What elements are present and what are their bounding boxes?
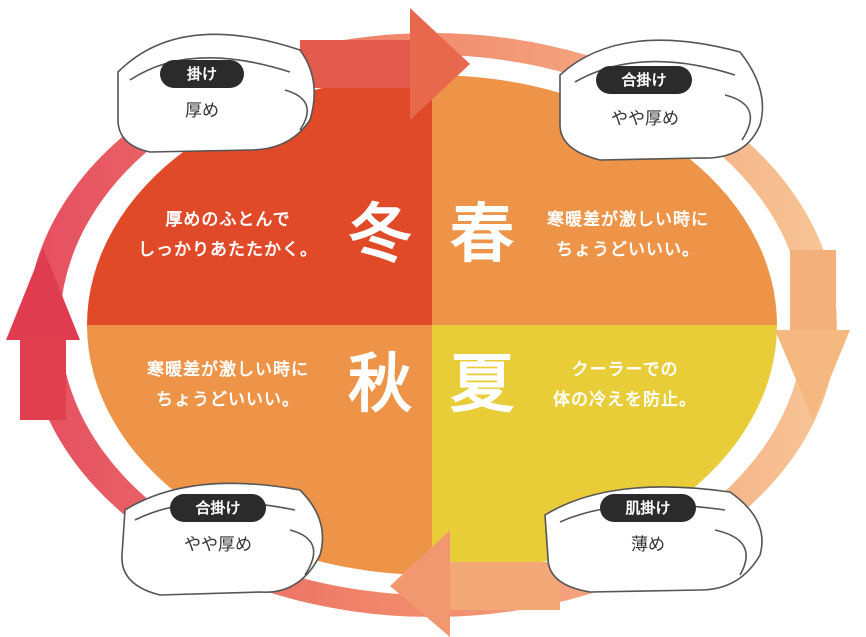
autumn-desc-line-2: ちょうどいいい。 (156, 390, 300, 410)
futon-top-left-icon (117, 33, 316, 153)
autumn-description: 寒暖差が激しい時に ちょうどいいい。 (128, 355, 328, 415)
autumn-desc-line-1: 寒暖差が激しい時に (147, 360, 309, 380)
futon-bottom-right-weight: 薄め (631, 535, 665, 555)
futon-top-right-icon (559, 39, 764, 161)
season-winter-label: 冬 (348, 197, 412, 272)
futon-top-left-weight: 厚め (185, 101, 219, 121)
summer-description: クーラーでの 体の冷えを防止。 (535, 355, 715, 415)
arrow-bottom (390, 530, 560, 637)
summer-desc-line-1: クーラーでの (571, 360, 679, 380)
futon-top-right-weight: やや厚め (611, 109, 679, 129)
arrow-top (300, 8, 470, 120)
arrow-left (6, 248, 80, 420)
spring-description: 寒暖差が激しい時に ちょうどいいい。 (528, 205, 728, 265)
futon-top-right-type-badge: 合掛け (596, 66, 692, 94)
futon-bottom-left-weight: やや厚め (184, 535, 252, 555)
spring-desc-line-2: ちょうどいいい。 (556, 240, 700, 260)
winter-description: 厚めのふとんで しっかりあたたかく。 (118, 205, 338, 265)
summer-desc-line-2: 体の冷えを防止。 (553, 390, 697, 410)
futon-bottom-right-type-badge: 肌掛け (600, 494, 696, 522)
futon-bottom-left-type-badge: 合掛け (170, 494, 266, 522)
futon-top-left-type-badge: 掛け (160, 60, 244, 88)
winter-desc-line-2: しっかりあたたかく。 (138, 240, 318, 260)
spring-desc-line-1: 寒暖差が激しい時に (547, 210, 709, 230)
season-autumn-label: 秋 (348, 347, 412, 422)
season-spring-label: 春 (450, 197, 514, 272)
arrow-right (775, 250, 850, 420)
season-summer-label: 夏 (450, 347, 514, 422)
winter-desc-line-1: 厚めのふとんで (165, 210, 291, 230)
